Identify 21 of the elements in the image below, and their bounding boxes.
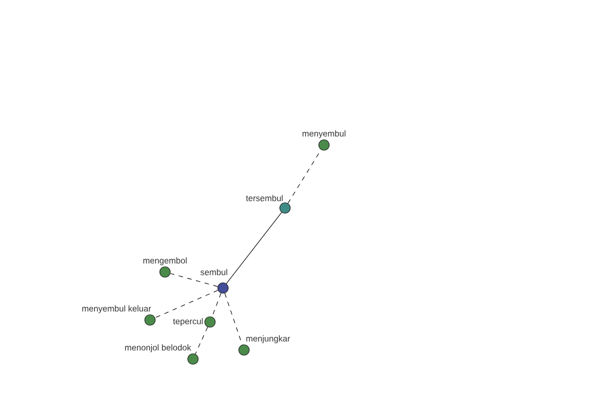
- node-label: menjungkar: [246, 335, 290, 344]
- node-label: sembul: [200, 268, 228, 276]
- graph-node: sembul: [200, 268, 229, 294]
- node-label: mengembol: [143, 257, 187, 266]
- graph-node: tersembul: [246, 194, 291, 214]
- connector-line: [226, 212, 282, 284]
- node-label: tepercul: [173, 318, 203, 326]
- node-label: menyembul: [302, 130, 346, 138]
- graph-node: tepercul: [173, 316, 216, 328]
- graph-node: menyembul: [302, 130, 346, 151]
- connector-line: [212, 292, 222, 318]
- graph-node: menjungkar: [238, 335, 290, 356]
- connector-line: [154, 290, 218, 318]
- node-label: tersembul: [246, 194, 283, 202]
- node-label: menonjol belodok: [125, 344, 192, 352]
- connector-line: [170, 273, 218, 287]
- graph-node: mengembol: [143, 257, 187, 278]
- node-label: menyembul keluar: [82, 305, 152, 314]
- connector-line: [195, 326, 208, 354]
- graph-node: menyembul keluar: [82, 305, 156, 326]
- graph-node: menonjol belodok: [125, 344, 199, 365]
